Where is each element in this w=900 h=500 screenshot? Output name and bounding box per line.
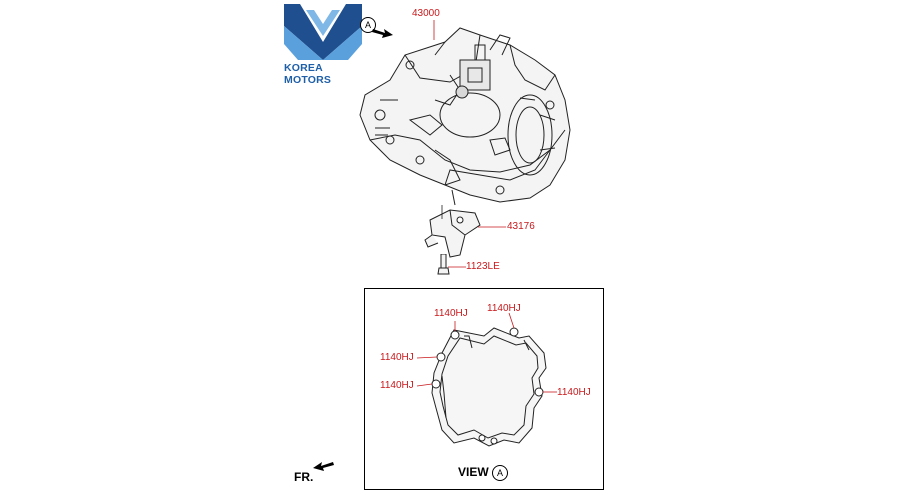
label-transmission: 43000 xyxy=(412,8,440,19)
mounting-bolt xyxy=(437,254,450,275)
view-label-bolt-3: 1140HJ xyxy=(380,352,414,363)
logo-center xyxy=(306,10,340,36)
view-label-bolt-2: 1140HJ xyxy=(487,303,521,314)
logo-brand-text: KOREA MOTORS xyxy=(284,62,332,86)
view-direction-arrow-icon xyxy=(372,29,393,38)
view-label-bolt-4: 1140HJ xyxy=(380,380,414,391)
logo-right-wing xyxy=(323,4,362,60)
front-marker-label: FR. xyxy=(294,470,314,484)
front-arrow-icon xyxy=(313,462,334,471)
view-label-bolt-5: 1140HJ xyxy=(557,387,591,398)
leader-line-1123le xyxy=(448,266,466,268)
mounting-bracket xyxy=(424,205,481,258)
label-bracket: 43176 xyxy=(507,221,535,232)
bell-housing-gasket xyxy=(416,312,557,447)
view-title-letter: A xyxy=(492,465,508,481)
leader-line-43000 xyxy=(433,20,435,40)
label-bolt: 1123LE xyxy=(466,261,500,272)
logo-right-facet xyxy=(323,26,362,60)
korea-motors-logo xyxy=(284,4,362,60)
view-a-panel xyxy=(364,288,604,490)
transmission-assembly xyxy=(359,27,571,206)
view-marker-circle: A xyxy=(360,17,376,33)
view-title: VIEW xyxy=(458,465,489,479)
logo-left-wing xyxy=(284,4,323,60)
view-label-bolt-1: 1140HJ xyxy=(434,308,468,319)
logo-left-facet xyxy=(284,26,323,60)
leader-line-43176 xyxy=(478,226,506,228)
